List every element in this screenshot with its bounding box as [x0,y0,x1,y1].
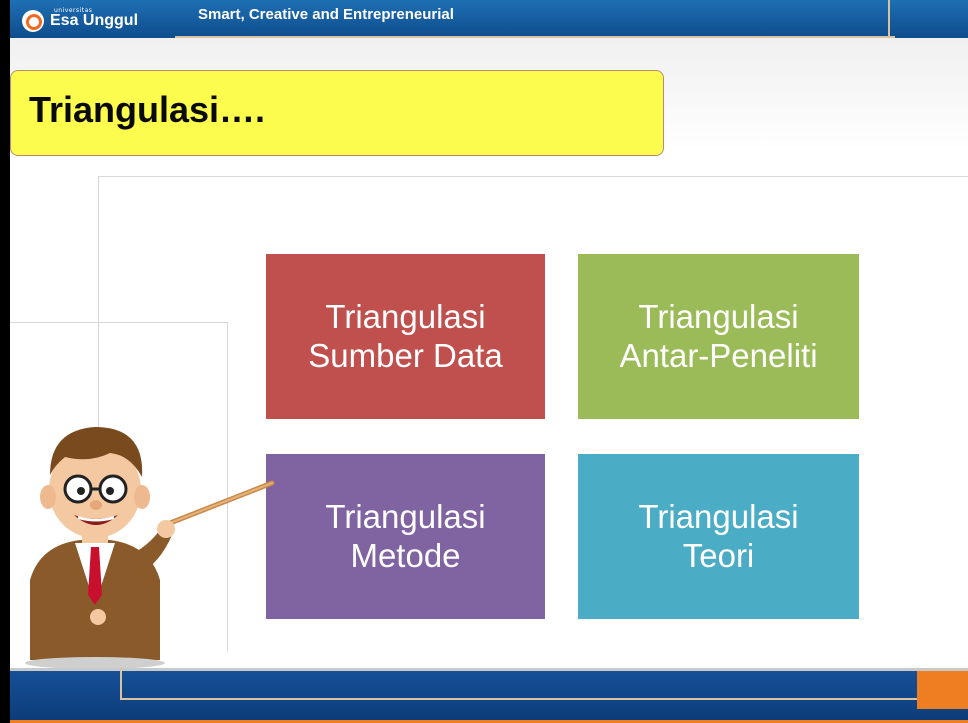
tile-line: Triangulasi [638,297,799,335]
footer-edge [10,668,968,671]
footer-accent [917,671,968,709]
tile-antar-peneliti: Triangulasi Antar-Peneliti [578,254,859,419]
tile-metode: Triangulasi Metode [266,454,545,619]
footer-bar [10,668,968,723]
tagline: Smart, Creative and Entrepreneurial [198,6,454,23]
slide-title: Triangulasi…. [29,89,266,130]
tile-line: Triangulasi [325,297,486,335]
tile-line: Triangulasi [638,497,799,535]
tile-teori: Triangulasi Teori [578,454,859,619]
tile-line: Triangulasi [325,497,486,535]
decor-line [10,322,228,323]
logo-small-text: universitas [54,7,93,14]
tile-sumber-data: Triangulasi Sumber Data [266,254,545,419]
header-frame-line [888,0,890,38]
logo-icon [22,10,44,32]
decor-line [227,322,228,652]
title-box: Triangulasi…. [10,70,664,156]
header-bar: universitas Esa Unggul Smart, Creative a… [10,0,968,38]
university-logo: universitas Esa Unggul [22,7,172,35]
slide: universitas Esa Unggul Smart, Creative a… [10,0,968,723]
footer-frame-line [120,668,122,700]
footer-accent-strip [10,720,968,723]
header-divider [175,36,895,38]
tile-line: Antar-Peneliti [619,336,818,374]
tile-line: Teori [682,536,755,574]
tile-line: Metode [350,536,461,574]
decor-line [98,176,968,177]
footer-frame-line [120,698,920,700]
teacher-illustration [25,427,275,669]
decor-line [98,176,99,666]
tile-line: Sumber Data [308,336,503,374]
logo-text: Esa Unggul [50,12,139,29]
